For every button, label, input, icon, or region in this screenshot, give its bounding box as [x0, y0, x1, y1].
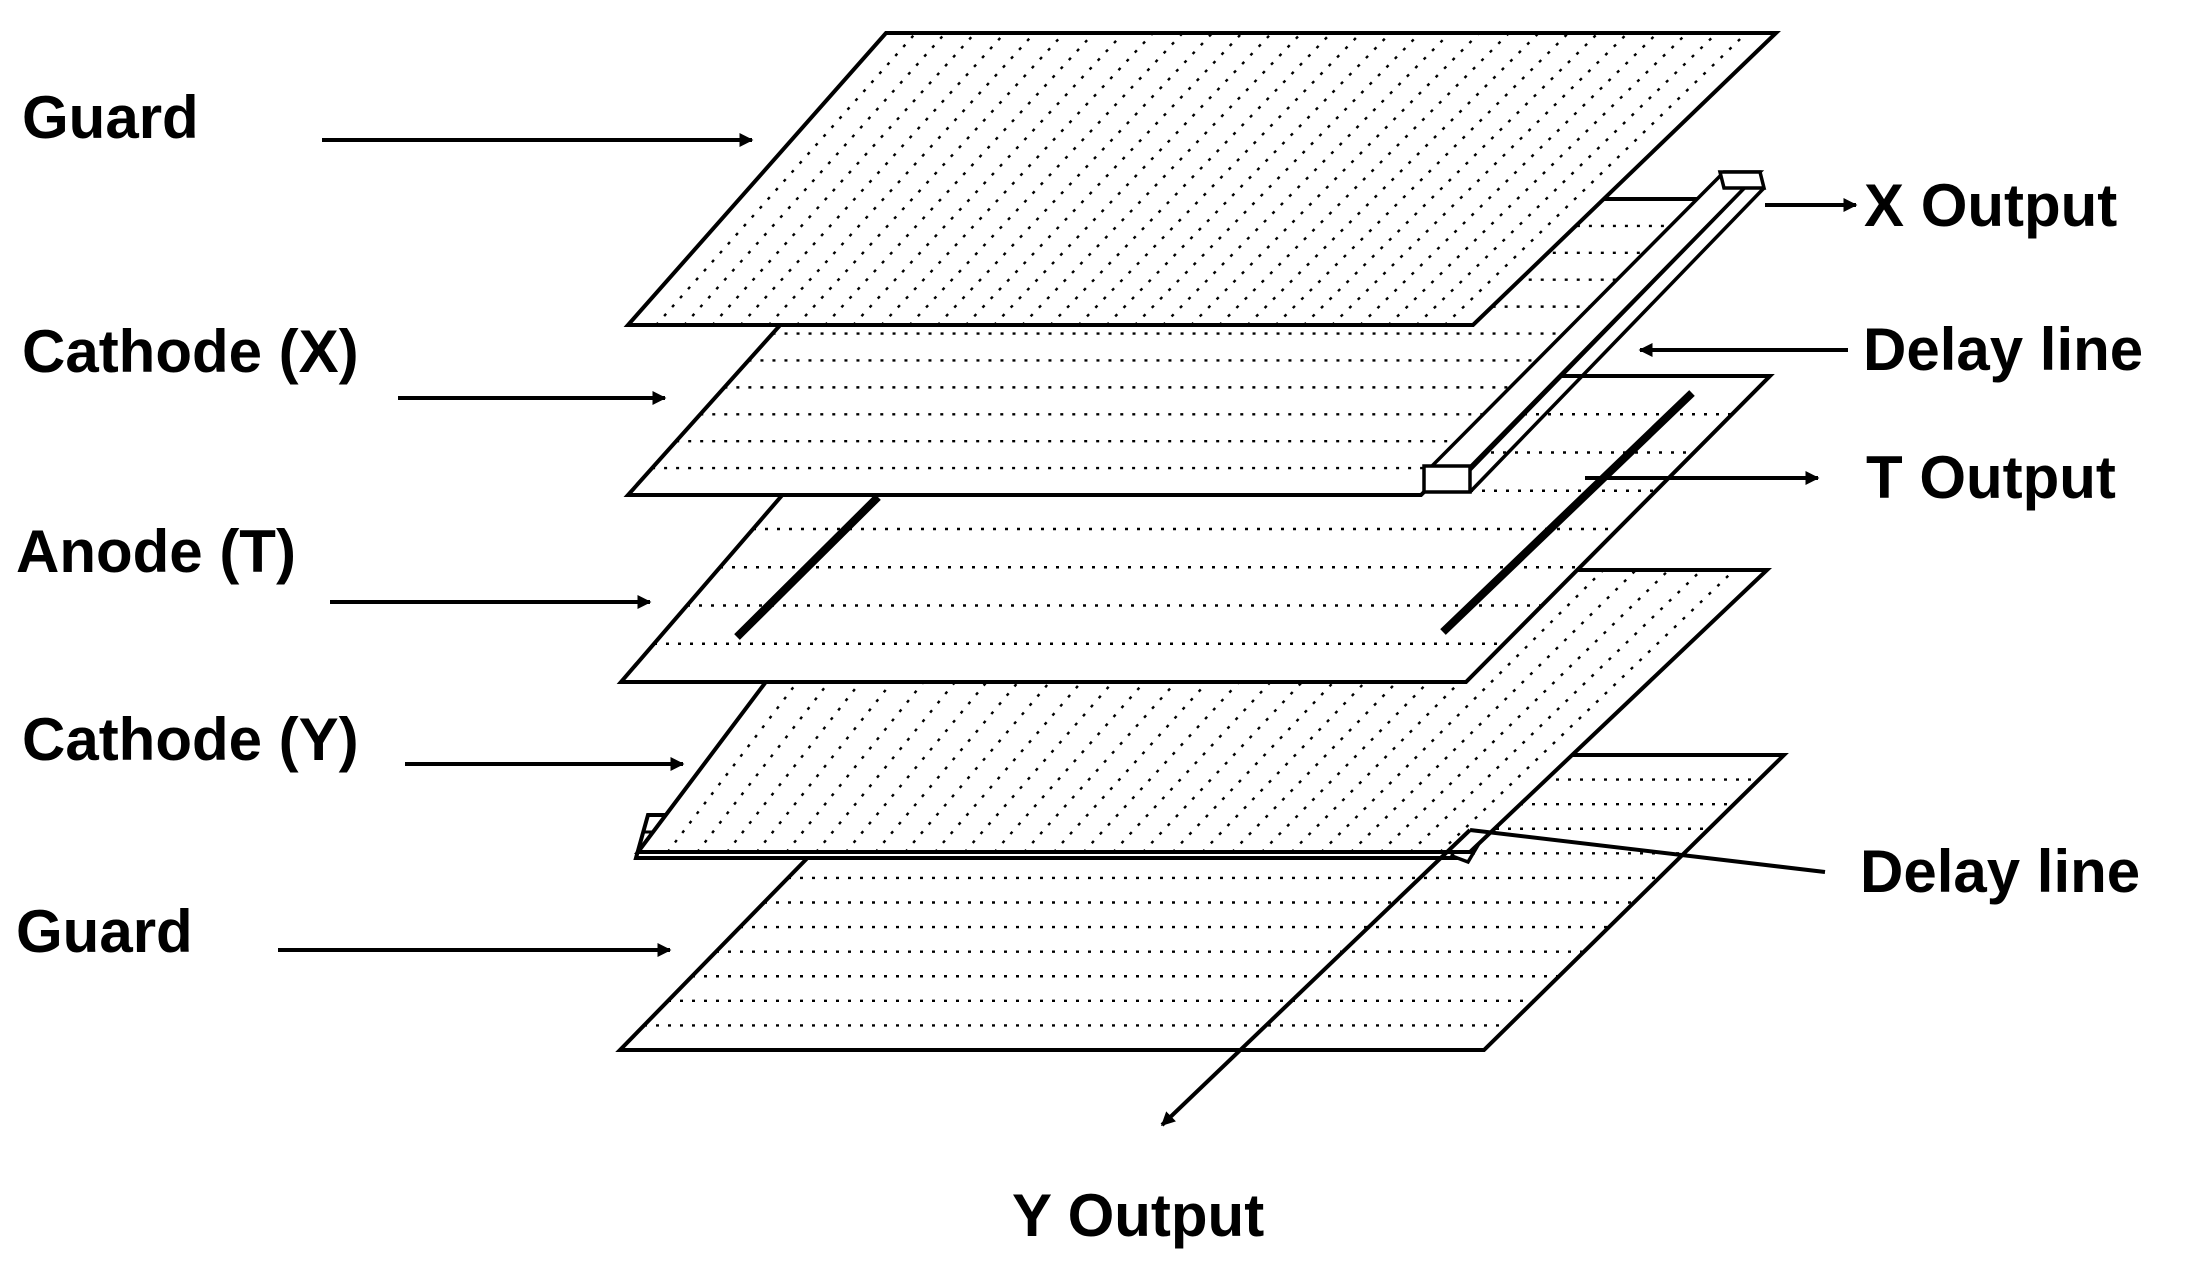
- guard-bottom-label: Guard: [16, 898, 193, 965]
- cathode-x-label: Cathode (X): [22, 318, 359, 385]
- delay-line-x-end: [1422, 464, 1472, 494]
- anode-left-bar: [734, 494, 881, 640]
- anode-t-label: Anode (T): [16, 518, 296, 585]
- guard-top-wires: [655, 32, 1748, 326]
- cathode-y-label: Cathode (Y): [22, 706, 359, 773]
- y-output-label: Y Output: [1012, 1182, 1264, 1249]
- delay-line-y-label: Delay line: [1860, 838, 2140, 905]
- x-output-label: X Output: [1864, 172, 2117, 239]
- anode-right-bar: [1440, 390, 1695, 635]
- guard-top-plane: [623, 31, 1781, 327]
- delay-line-y-leader: [1469, 828, 1826, 874]
- guard-top-label: Guard: [22, 84, 199, 151]
- delay-line-x-label: Delay line: [1863, 316, 2143, 383]
- y-output-arrow: [1160, 828, 1472, 1127]
- delay-line-x-bar: [1422, 170, 1767, 494]
- t-output-label: T Output: [1866, 444, 2116, 511]
